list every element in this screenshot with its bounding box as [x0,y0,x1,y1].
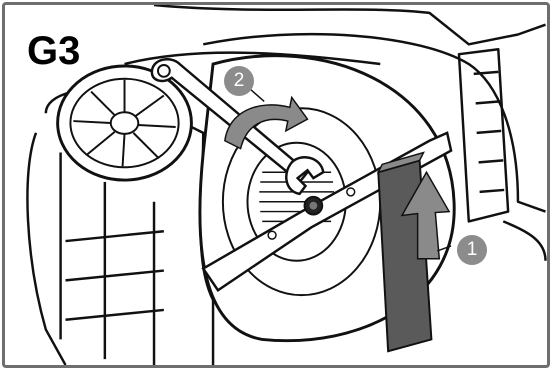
step-label: G3 [27,31,80,71]
callout-badge-2: 2 [224,66,254,96]
mower-blade-illustration [5,5,547,365]
callout-number-2: 2 [234,70,245,92]
blade-hole [347,188,355,196]
callout-badge-1: 1 [457,235,487,265]
blade-hole [268,231,276,239]
figure-frame: G3 2 1 [2,2,550,368]
nut-icon [305,197,323,215]
wheel-icon [58,66,192,180]
callout-number-1: 1 [467,239,478,261]
